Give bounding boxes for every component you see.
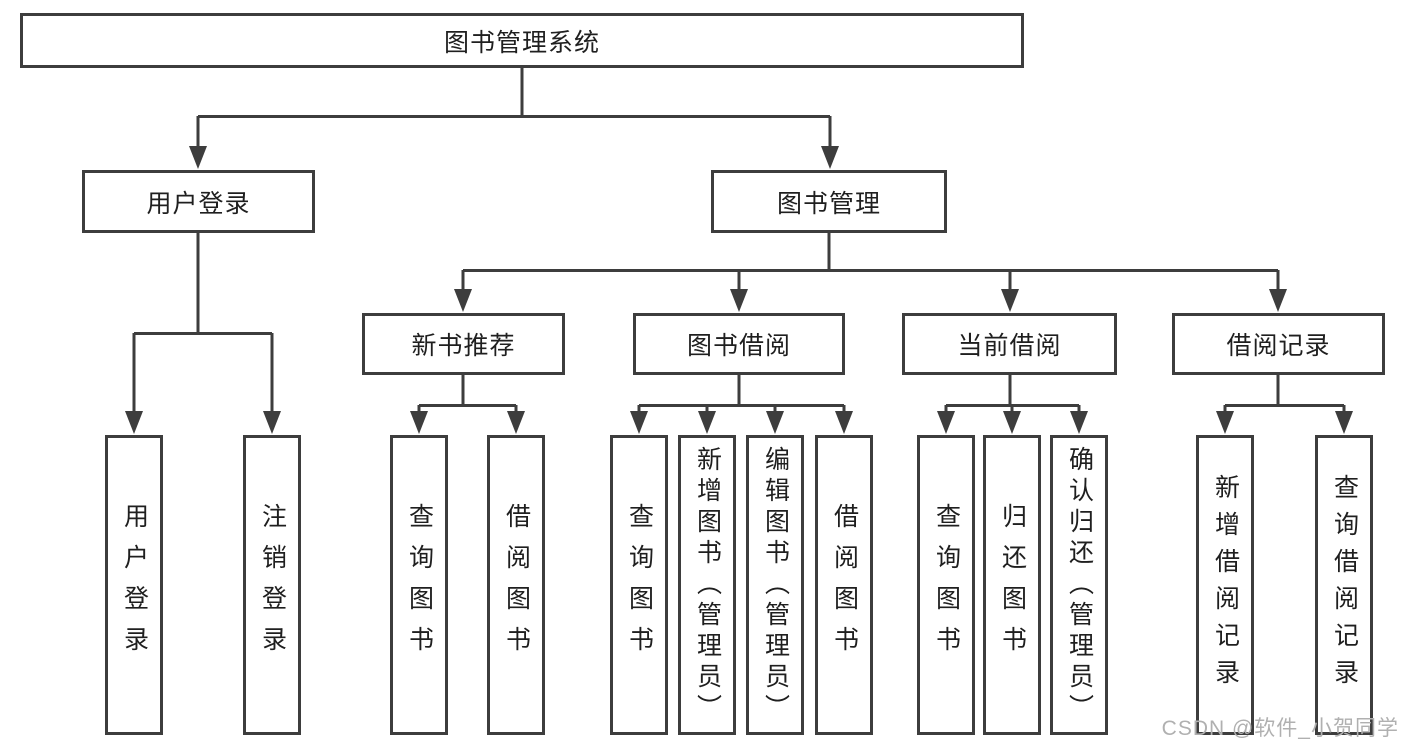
arrowhead <box>937 411 955 434</box>
arrowhead <box>410 411 428 434</box>
leaf-query-books-borrow-label: 查询图书 <box>625 503 654 667</box>
arrowhead <box>766 411 784 434</box>
leaf-add-borrow-record-label: 新增借阅记录 <box>1211 474 1240 696</box>
connector-root <box>189 68 839 169</box>
leaf-logout: 注销登录 <box>243 435 301 735</box>
node-borrow-records-label: 借阅记录 <box>1226 332 1331 360</box>
leaf-add-borrow-record: 新增借阅记录 <box>1196 435 1254 735</box>
arrowhead <box>1070 411 1088 434</box>
arrowhead <box>835 411 853 434</box>
node-user-login: 用户登录 <box>82 170 315 233</box>
arrowhead <box>1003 411 1021 434</box>
arrowhead <box>189 146 207 169</box>
arrowhead <box>263 411 281 434</box>
arrowhead <box>1001 289 1019 312</box>
node-current-borrow-label: 当前借阅 <box>957 332 1062 360</box>
leaf-add-books-admin-label: 新增图书（管理员） <box>693 445 722 725</box>
leaf-user-login: 用户登录 <box>105 435 163 735</box>
connector-new-book-recommend <box>410 375 525 434</box>
arrowhead <box>454 289 472 312</box>
leaf-return-books: 归还图书 <box>983 435 1041 735</box>
connector-user-login <box>125 233 281 434</box>
connector-borrow-records <box>1216 375 1353 434</box>
leaf-query-borrow-record: 查询借阅记录 <box>1315 435 1373 735</box>
connector-current-borrow <box>937 375 1088 434</box>
leaf-borrow-books-recommend: 借阅图书 <box>487 435 545 735</box>
leaf-query-books-borrow: 查询图书 <box>610 435 668 735</box>
node-book-borrow-label: 图书借阅 <box>686 332 791 360</box>
arrowhead <box>1269 289 1287 312</box>
leaf-query-books-recommend: 查询图书 <box>390 435 448 735</box>
leaf-user-login-label: 用户登录 <box>120 503 149 667</box>
arrowhead <box>630 411 648 434</box>
leaf-borrow-books: 借阅图书 <box>815 435 873 735</box>
arrowhead <box>507 411 525 434</box>
csdn-watermark: CSDN @软件_小贺同学 <box>1161 717 1399 740</box>
leaf-query-books-current-label: 查询图书 <box>932 503 961 667</box>
leaf-edit-books-admin: 编辑图书（管理员） <box>746 435 804 735</box>
leaf-query-borrow-record-label: 查询借阅记录 <box>1330 474 1359 696</box>
leaf-edit-books-admin-label: 编辑图书（管理员） <box>761 445 790 725</box>
arrowhead <box>821 146 839 169</box>
node-current-borrow: 当前借阅 <box>902 313 1117 375</box>
leaf-confirm-return-admin: 确认归还（管理员） <box>1050 435 1108 735</box>
arrowhead <box>1335 411 1353 434</box>
node-book-management-label: 图书管理 <box>776 189 881 218</box>
node-user-login-label: 用户登录 <box>146 189 251 218</box>
node-book-borrow: 图书借阅 <box>633 313 845 375</box>
node-root: 图书管理系统 <box>20 13 1024 68</box>
leaf-query-books-recommend-label: 查询图书 <box>405 503 434 667</box>
connector-book-management <box>454 233 1287 312</box>
arrowhead <box>698 411 716 434</box>
leaf-borrow-books-label: 借阅图书 <box>830 503 859 667</box>
node-new-book-recommend-label: 新书推荐 <box>411 332 516 360</box>
node-borrow-records: 借阅记录 <box>1172 313 1385 375</box>
leaf-return-books-label: 归还图书 <box>998 503 1027 667</box>
leaf-logout-label: 注销登录 <box>258 503 287 667</box>
node-book-management: 图书管理 <box>711 170 947 233</box>
arrowhead <box>1216 411 1234 434</box>
leaf-borrow-books-recommend-label: 借阅图书 <box>502 503 531 667</box>
leaf-confirm-return-admin-label: 确认归还（管理员） <box>1065 445 1094 725</box>
node-new-book-recommend: 新书推荐 <box>362 313 565 375</box>
arrowhead <box>730 289 748 312</box>
node-root-label: 图书管理系统 <box>443 28 600 57</box>
arrowhead <box>125 411 143 434</box>
connector-book-borrow <box>630 375 853 434</box>
leaf-add-books-admin: 新增图书（管理员） <box>678 435 736 735</box>
leaf-query-books-current: 查询图书 <box>917 435 975 735</box>
